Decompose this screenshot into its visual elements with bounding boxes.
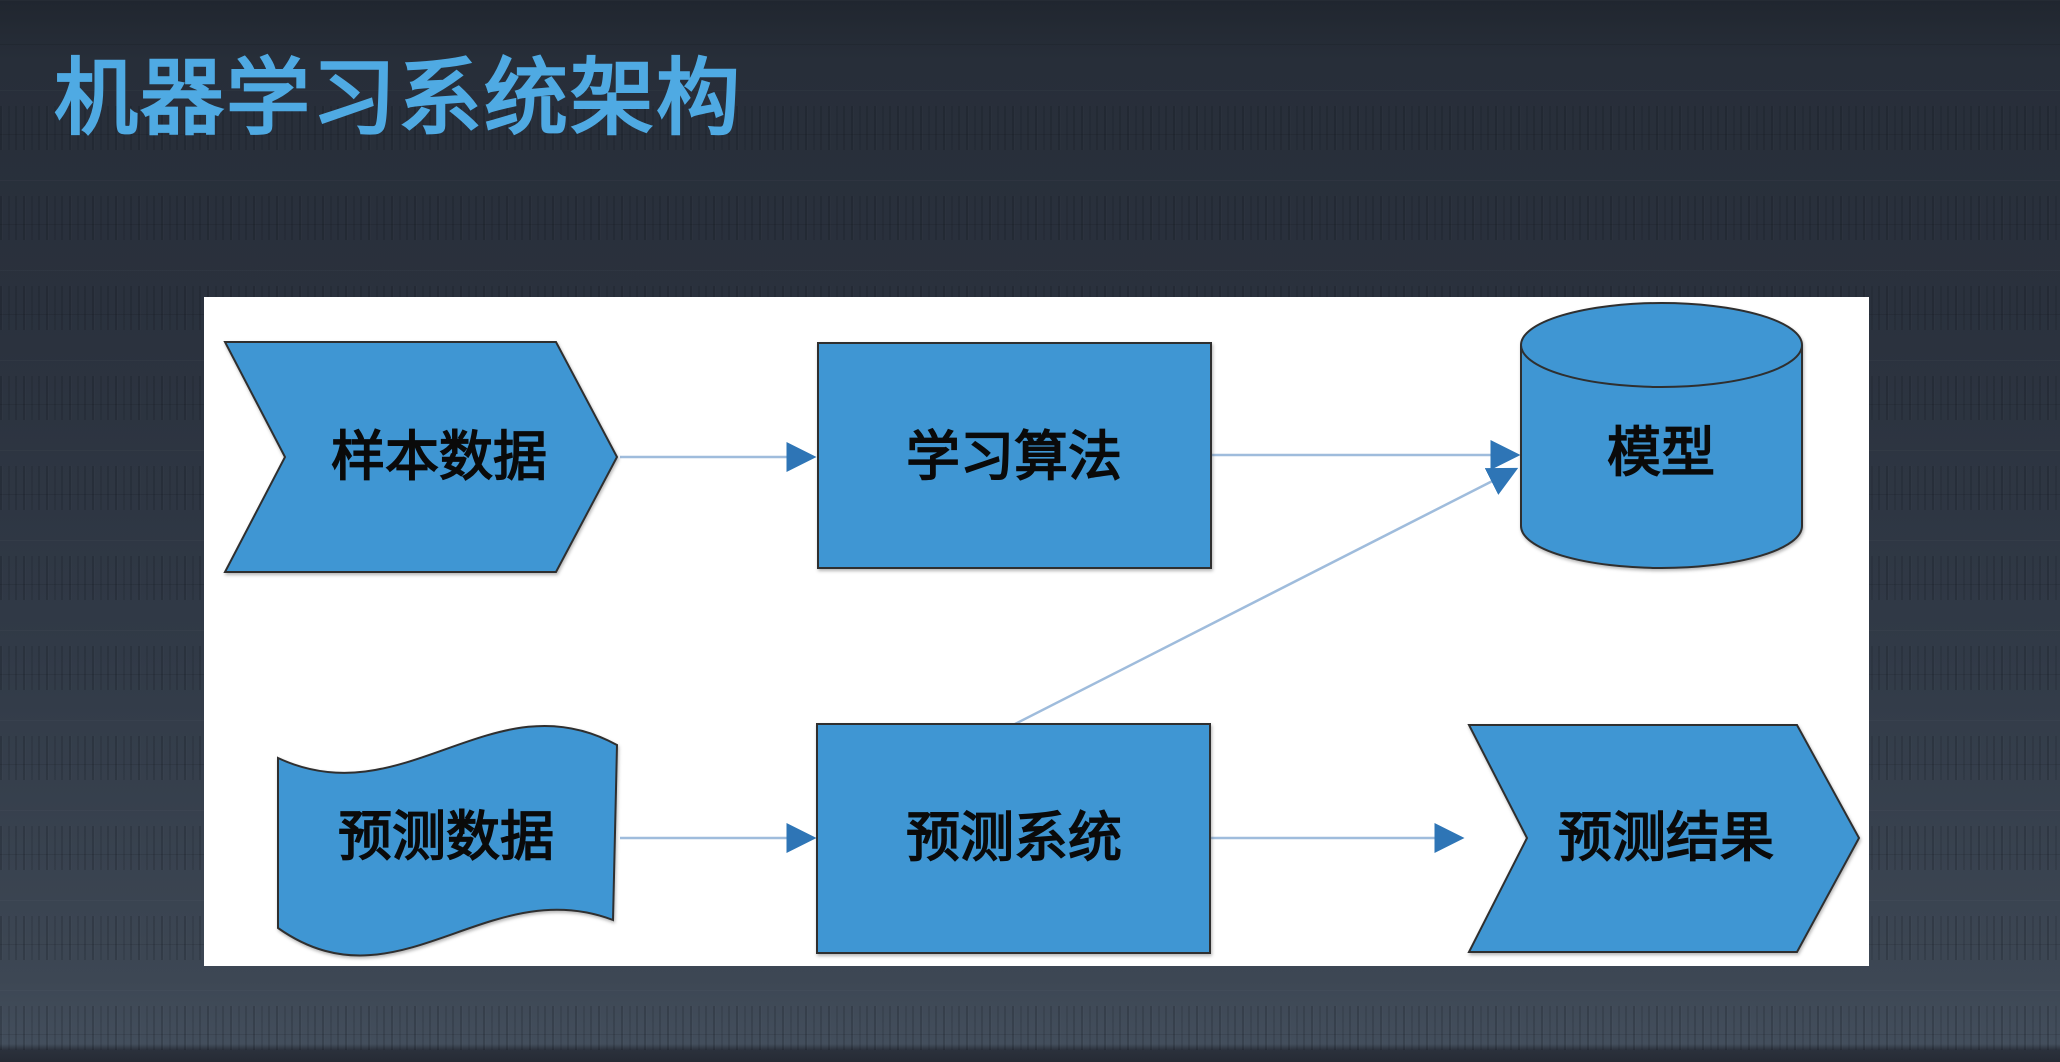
node-prediction-system xyxy=(816,723,1211,954)
cylinder-body xyxy=(1520,345,1803,569)
background-texture-band xyxy=(0,196,2060,240)
node-label-learning-algorithm: 学习算法 xyxy=(906,427,1122,487)
node-sample-data xyxy=(223,341,619,573)
connectors-layer xyxy=(620,440,1521,853)
connector-prediction-system-to-model xyxy=(1014,467,1519,726)
labels-layer: 样本数据 学习算法 模型 预测数据 预测系统 预测结果 xyxy=(331,423,1774,868)
nodes-layer xyxy=(223,302,1861,957)
slide-title: 机器学习系统架构 xyxy=(54,51,743,145)
node-prediction-data xyxy=(277,725,619,957)
node-label-prediction-data: 预测数据 xyxy=(338,807,554,867)
cylinder-top xyxy=(1520,302,1803,388)
background-texture-band xyxy=(0,106,2060,150)
node-label-prediction-result: 预测结果 xyxy=(1558,808,1774,868)
node-prediction-result xyxy=(1467,724,1861,953)
node-label-sample-data: 样本数据 xyxy=(331,427,547,487)
node-learning-algorithm xyxy=(817,342,1212,569)
node-label-prediction-system: 预测系统 xyxy=(906,808,1122,868)
background-texture-band xyxy=(0,1006,2060,1050)
node-model xyxy=(1520,302,1803,569)
flowchart: 样本数据 学习算法 模型 预测数据 预测系统 预测结果 xyxy=(223,302,1861,957)
diagram-panel: 样本数据 学习算法 模型 预测数据 预测系统 预测结果 xyxy=(204,297,1869,966)
node-label-model: 模型 xyxy=(1607,423,1715,483)
